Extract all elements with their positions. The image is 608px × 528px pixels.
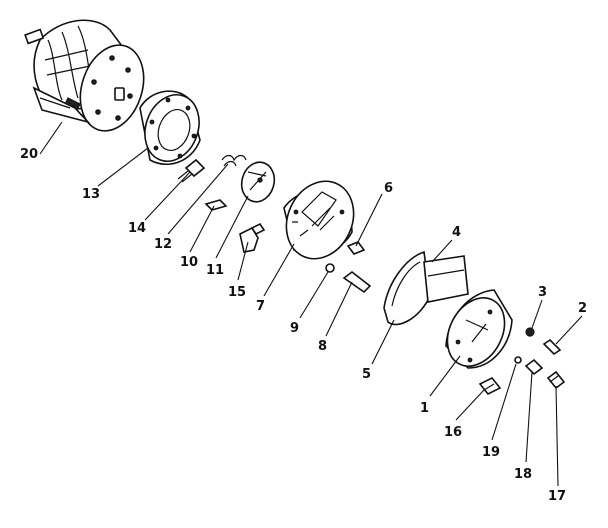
part-4-plate <box>423 255 469 303</box>
callout-7: 7 <box>256 299 265 314</box>
part-19-washer <box>514 356 522 364</box>
callout-18: 18 <box>514 467 532 482</box>
part-20-motor <box>24 19 145 132</box>
callout-20: 20 <box>20 147 38 162</box>
callout-14: 14 <box>128 221 146 236</box>
callout-10: 10 <box>180 255 198 270</box>
part-12-spring <box>221 154 247 167</box>
part-3-washer <box>525 327 535 337</box>
part-5-gasket <box>383 250 431 326</box>
callout-15: 15 <box>228 285 246 300</box>
part-9-washer <box>325 263 335 273</box>
callout-6: 6 <box>384 181 393 196</box>
leader-lines <box>39 121 583 487</box>
part-11-coupling <box>240 161 276 203</box>
callout-16: 16 <box>444 425 462 440</box>
callout-17: 17 <box>548 489 566 504</box>
callout-8: 8 <box>318 339 327 354</box>
part-1-pump-cover <box>445 289 513 369</box>
callout-labels: 1 2 3 4 5 6 7 8 9 10 11 12 13 14 15 16 1… <box>20 147 587 504</box>
callout-5: 5 <box>362 367 371 382</box>
callout-1: 1 <box>420 401 429 416</box>
callout-9: 9 <box>290 321 299 336</box>
callout-11: 11 <box>206 263 224 278</box>
part-15-elbow-fitting <box>239 222 266 253</box>
part-13-adapter-ring <box>139 90 201 165</box>
part-2-bolt <box>542 338 562 356</box>
part-14-screw <box>177 158 206 183</box>
part-8-bolt <box>342 270 372 294</box>
callout-19: 19 <box>482 445 500 460</box>
part-17-fitting <box>546 370 566 390</box>
callout-4: 4 <box>452 225 461 240</box>
part-16-fitting <box>478 376 502 396</box>
callout-3: 3 <box>538 285 547 300</box>
part-18-plug <box>524 358 544 376</box>
callout-2: 2 <box>578 301 587 316</box>
part-6-plug <box>346 241 366 255</box>
callout-13: 13 <box>82 187 100 202</box>
callout-12: 12 <box>154 237 172 252</box>
part-10-key <box>204 199 228 211</box>
part-7-pump-housing <box>283 180 355 260</box>
